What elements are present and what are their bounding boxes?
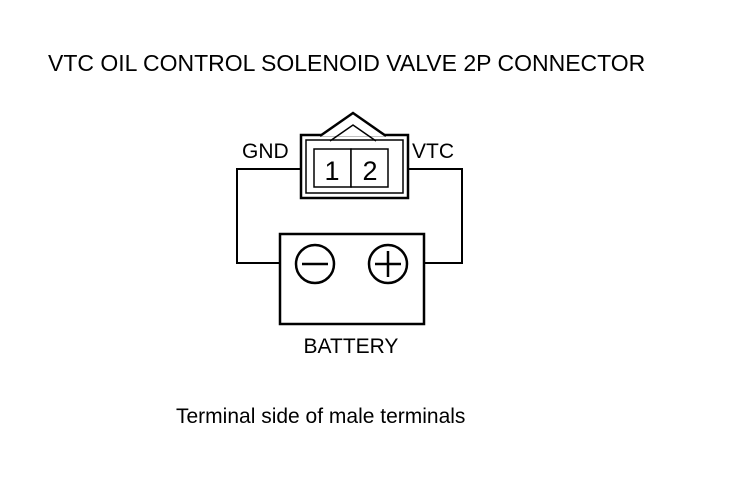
connector-inner-wall [305,139,404,194]
diagram-caption: Terminal side of male terminals [176,405,465,428]
vtc-wire [408,168,463,264]
battery-label: BATTERY [304,335,399,358]
diagram-title: VTC OIL CONTROL SOLENOID VALVE 2P CONNEC… [48,50,645,76]
gnd-label: GND [242,140,289,163]
battery [278,232,426,326]
minus-terminal-icon [294,243,336,285]
connector-lock-tab-inner [329,124,377,142]
pin-cavity-1 [313,148,352,188]
vtc-label: VTC [412,140,454,163]
pin-number-2: 2 [362,156,377,186]
pin-cavity-2 [350,148,389,188]
connector-2p: 1 2 [299,111,410,200]
gnd-wire [236,168,301,264]
plus-terminal-icon [367,243,409,285]
pin-number-1: 1 [324,156,339,186]
